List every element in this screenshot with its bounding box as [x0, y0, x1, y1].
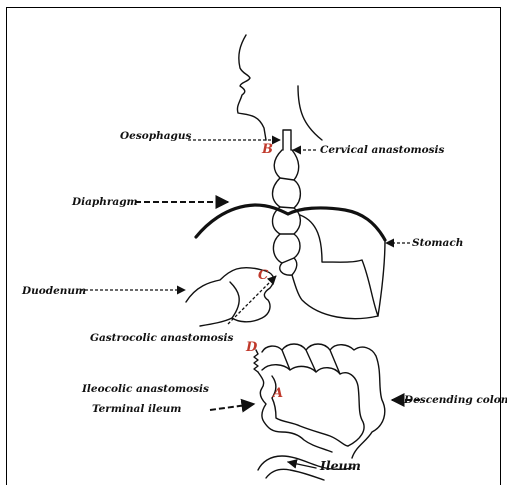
stomach-outline [300, 215, 385, 316]
cervical-anastomosis-label: Cervical anastomosis [320, 144, 445, 156]
stomach-label: Stomach [412, 237, 463, 249]
ileum-arrow [288, 462, 316, 468]
terminal-ileum-label: Terminal ileum [92, 403, 181, 415]
colon-inner [262, 365, 364, 446]
marker-b: B [261, 142, 273, 157]
ileum-lower-inner [266, 469, 324, 480]
ileum-label: Ileum [319, 458, 361, 473]
face-profile [237, 35, 266, 140]
diaphragm-line [196, 205, 385, 240]
oesophagus-stump [283, 130, 291, 150]
conduit-fold-1 [280, 178, 294, 180]
oesophagus-label: Oesophagus [120, 130, 191, 142]
ileum-loop-inner [272, 376, 348, 446]
ileocolic-anastomosis-label: Ileocolic anastomosis [81, 383, 209, 395]
transverse-colon [262, 344, 385, 458]
descending-colon-label: Descending colon [403, 394, 507, 406]
duodenum-label: Duodenum [21, 285, 86, 297]
conduit-fold-4 [282, 258, 294, 263]
terminal-ileum-arrow [210, 404, 254, 410]
gastrocolic-anastomosis-label: Gastrocolic anastomosis [90, 332, 234, 344]
terminal-ileum [258, 372, 332, 452]
duodenum-inner [230, 282, 239, 318]
stomach-lower [292, 275, 378, 319]
marker-a: A [271, 386, 283, 401]
marker-d: D [245, 340, 258, 355]
diaphragm-label: Diaphragm [71, 196, 138, 208]
neck-back [298, 86, 322, 140]
marker-c: C [258, 268, 269, 283]
conduit-fold-2 [280, 207, 294, 208]
